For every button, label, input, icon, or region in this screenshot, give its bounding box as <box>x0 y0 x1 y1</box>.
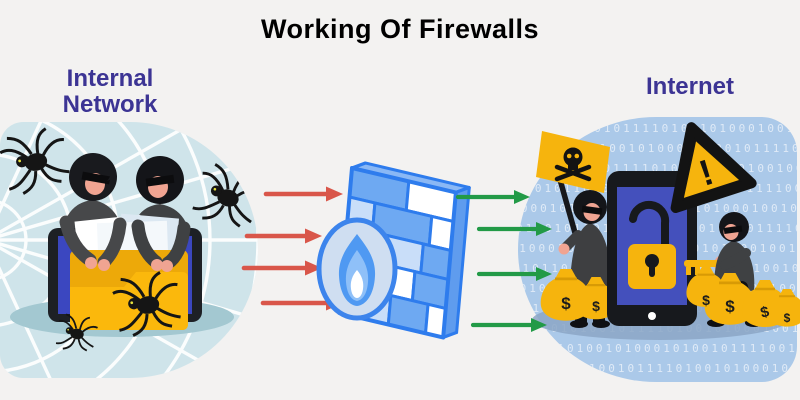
internet-label: Internet <box>645 73 734 100</box>
internal-network-label-line1: Internal <box>66 65 154 92</box>
skull-crossbones-icon <box>554 147 592 182</box>
internal-network-illustration <box>0 122 258 378</box>
dollar-symbol: $ <box>592 298 600 314</box>
outgoing-traffic-arrows <box>455 190 552 332</box>
binary-row: 1010001010010111101001010001001001101001… <box>518 362 797 375</box>
dollar-symbol: $ <box>702 292 710 308</box>
internal-network-label-line2: Network <box>62 91 158 118</box>
dollar-symbol: $ <box>784 311 791 325</box>
internet-threats-illustration: $ $ $ $ $ $ $ <box>532 122 800 340</box>
open-padlock-icon <box>628 200 676 289</box>
warning-triangle-icon: ! <box>670 122 757 213</box>
page-title: Working Of Firewalls <box>260 14 540 44</box>
flame-icon <box>316 217 398 321</box>
binary-row: 0100101101001010001010010111100100100110… <box>518 342 797 355</box>
internal-network-zone <box>0 122 258 378</box>
internal-network-label: Internal Network <box>20 66 200 118</box>
dollar-symbol: $ <box>725 297 735 316</box>
firewall-illustration <box>316 161 471 340</box>
dollar-symbol: $ <box>561 294 571 313</box>
binary-row: 1010001010010111101001010001001001101001… <box>518 122 797 135</box>
pirate-flag-icon <box>536 131 610 282</box>
hacker-arms <box>59 215 191 272</box>
